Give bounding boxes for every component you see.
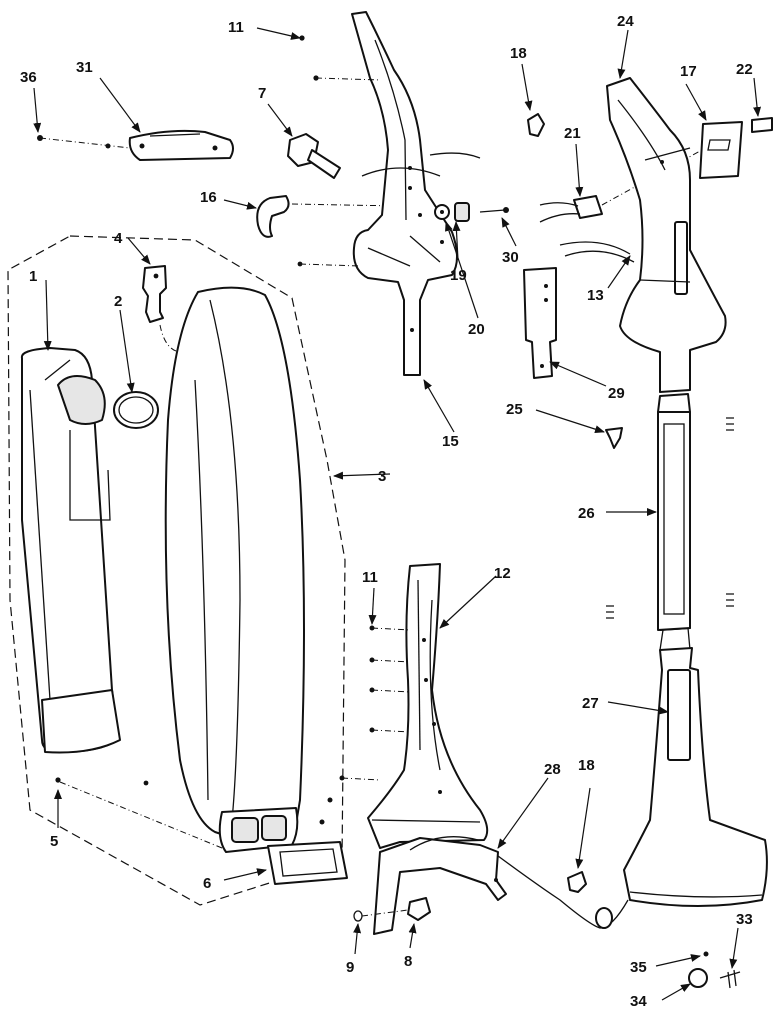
callout-2: 2: [114, 293, 122, 310]
callout-8: 8: [404, 953, 412, 970]
callout-29: 29: [608, 385, 625, 402]
clip-9: [353, 910, 363, 922]
bag-bracket: [128, 129, 234, 161]
callout-33: 33: [736, 911, 753, 928]
callout-31: 31: [76, 59, 93, 76]
switch: [287, 133, 341, 179]
callout-17: 17: [680, 63, 697, 80]
callout-6: 6: [203, 875, 211, 892]
callout-11-upper: 11: [228, 19, 244, 36]
clip-25: [605, 427, 623, 449]
plug-cap-upper: [527, 113, 545, 137]
outer-bag: [20, 347, 121, 754]
callout-18-lower: 18: [578, 757, 595, 774]
callout-36: 36: [20, 69, 37, 86]
small-tab: [751, 117, 773, 133]
bag-hanger: [142, 265, 167, 323]
inner-bag: [164, 286, 305, 853]
wire-connector: [573, 195, 603, 219]
callout-34: 34: [630, 993, 647, 1010]
callout-9: 9: [346, 959, 354, 976]
callout-24: 24: [617, 13, 634, 30]
knob-8: [407, 897, 431, 921]
callout-30: 30: [502, 249, 519, 266]
callout-27: 27: [582, 695, 599, 712]
callout-1: 1: [29, 268, 37, 285]
callout-21: 21: [564, 125, 581, 142]
part-34: [688, 968, 708, 988]
lower-handle-rear: [367, 563, 489, 849]
callout-3: 3: [378, 468, 386, 485]
callout-13: 13: [587, 287, 604, 304]
lower-handle: [623, 647, 768, 907]
clip-right-top: [726, 417, 734, 431]
plug-cap-lower: [567, 871, 587, 893]
callout-26: 26: [578, 505, 595, 522]
callout-25: 25: [506, 401, 523, 418]
callout-19: 19: [450, 267, 467, 284]
wire-bracket: [373, 836, 507, 935]
tube-insert: [523, 267, 557, 379]
bag-ring: [113, 391, 159, 429]
clip-left: [606, 605, 614, 619]
callout-35: 35: [630, 959, 647, 976]
callout-15: 15: [442, 433, 459, 450]
handle-tube: [657, 393, 691, 651]
callout-7: 7: [258, 85, 266, 102]
screw-30: [479, 209, 506, 213]
clip-right-bottom: [726, 593, 734, 607]
cord-hook: [256, 195, 290, 238]
callout-18-upper: 18: [510, 45, 527, 62]
callout-16: 16: [200, 189, 217, 206]
filter-pad: [267, 841, 348, 885]
spring: [454, 202, 470, 222]
upper-handle-rear: [351, 11, 458, 376]
callout-4: 4: [114, 230, 123, 247]
callout-20: 20: [468, 321, 485, 338]
callout-11-lower: 11: [362, 569, 378, 586]
callout-12: 12: [494, 565, 511, 582]
callout-5: 5: [50, 833, 58, 850]
part-33: [719, 969, 741, 989]
callout-22: 22: [736, 61, 753, 78]
callout-28: 28: [544, 761, 561, 778]
handle-grip: [606, 77, 727, 393]
